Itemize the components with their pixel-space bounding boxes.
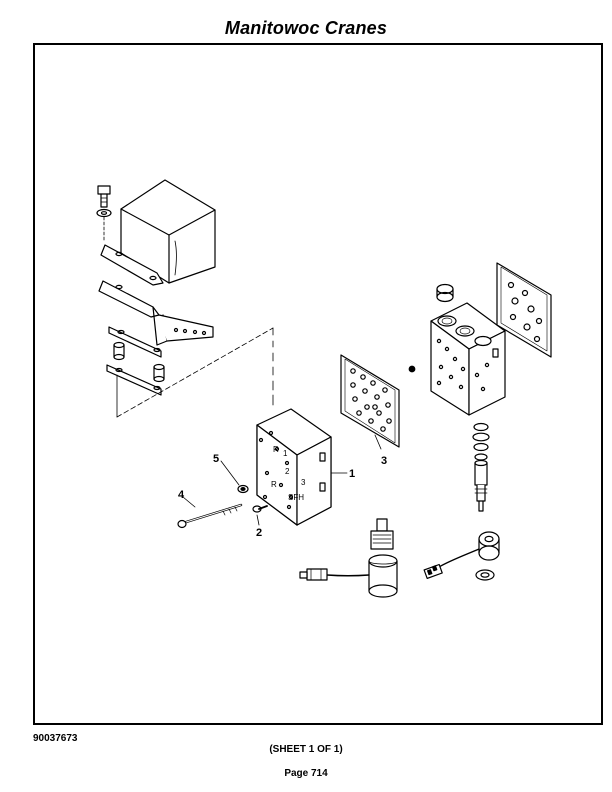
leader-lines: [182, 434, 382, 526]
lower-plate: [106, 364, 162, 396]
page-title: Manitowoc Cranes: [224, 18, 388, 38]
callout-2: 2: [256, 527, 262, 539]
marking-sfh: SFH: [288, 493, 304, 502]
solenoid-valve-center: [299, 518, 398, 598]
callout-1: 1: [349, 468, 355, 480]
marking-r-top: R: [273, 445, 279, 454]
spacer-left: [113, 341, 125, 361]
coil-nut: [475, 569, 495, 581]
sheet-indicator: (SHEET 1 OF 1): [269, 744, 343, 755]
gasket-plate: [340, 354, 400, 448]
seal-ball: [408, 365, 416, 373]
callout-3: 3: [381, 455, 387, 467]
bracket-bolt: [96, 185, 112, 241]
marking-3: 3: [301, 478, 306, 487]
valve-body: [256, 408, 332, 526]
marking-r-bottom: R: [271, 480, 277, 489]
small-screw: [252, 505, 268, 513]
callout-numbers: 1 2 3 4 5: [178, 453, 387, 539]
valve-port-markings: R 1 2 3 R SFH: [271, 445, 306, 502]
spacer-right: [153, 363, 165, 383]
valve-cap: [436, 283, 454, 303]
document-number: 90037673: [33, 733, 78, 744]
long-bolt: [177, 503, 243, 529]
washer: [237, 484, 249, 494]
callout-5: 5: [213, 453, 219, 465]
gasket-plate-right: [496, 262, 552, 358]
coil-right: [423, 531, 500, 580]
mounting-bracket: [100, 244, 164, 286]
diagram-frame: R 1 2 3 R SFH: [33, 43, 603, 725]
parts-exploded-diagram: R 1 2 3 R SFH: [96, 179, 552, 598]
callout-4: 4: [178, 489, 185, 501]
marking-2: 2: [285, 467, 290, 476]
assembly-lines: [116, 327, 274, 418]
page-number: Page 714: [284, 768, 328, 779]
o-rings: [472, 422, 490, 461]
marking-1: 1: [283, 449, 288, 458]
valve-block-right: [430, 302, 506, 416]
cartridge-valve: [474, 459, 488, 512]
lower-plate-upper: [108, 326, 162, 358]
angle-bracket: [98, 280, 214, 346]
